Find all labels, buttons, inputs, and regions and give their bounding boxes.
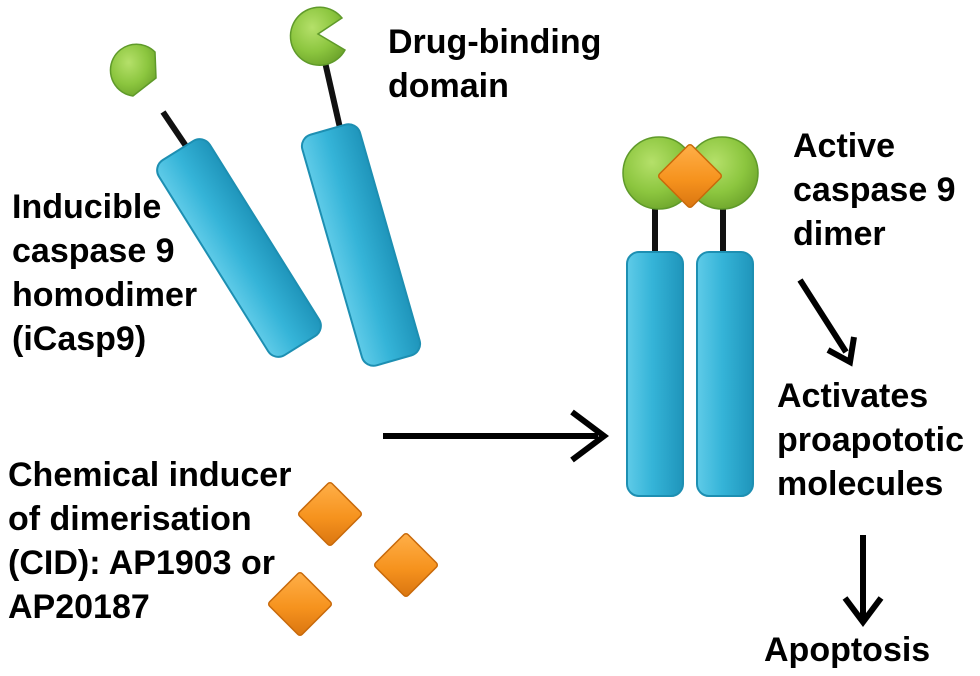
caspase-bar-right bbox=[300, 123, 422, 367]
cid-line-4: AP20187 bbox=[8, 588, 150, 626]
drug-binding-line-1: Drug-binding bbox=[388, 23, 602, 61]
cid-molecules bbox=[267, 481, 439, 637]
dimer-bar-left bbox=[626, 251, 684, 497]
dimer-cid-diamond bbox=[657, 143, 723, 209]
apoptosis-label: Apoptosis bbox=[764, 628, 930, 672]
activates-line-2: proapototic bbox=[777, 421, 964, 459]
active-dimer-line-1: Active bbox=[793, 127, 896, 165]
cid-diamond-3 bbox=[267, 571, 333, 637]
arrow-to-activates bbox=[797, 278, 857, 367]
activates-label: Activates proapototic molecules bbox=[777, 374, 964, 506]
caspase-bar-left bbox=[156, 138, 322, 358]
cid-diamond-2 bbox=[373, 532, 439, 598]
dimer-bar-right bbox=[696, 251, 754, 497]
drug-binding-domain-right bbox=[289, 6, 347, 66]
icasp9-monomer-right bbox=[289, 6, 422, 367]
icasp9-monomer-left bbox=[109, 43, 322, 358]
icasp9-label: Inducible caspase 9 homodimer (iCasp9) bbox=[12, 185, 197, 361]
drug-binding-domain-label: Drug-binding domain bbox=[388, 20, 601, 108]
drug-binding-line-2: domain bbox=[388, 67, 509, 105]
cid-line-1: Chemical inducer bbox=[8, 456, 292, 494]
dimerisation-arrow bbox=[383, 409, 609, 463]
drug-binding-domain-left bbox=[109, 43, 157, 97]
icasp9-line-3: homodimer bbox=[12, 276, 198, 314]
cid-diamond-1 bbox=[297, 481, 363, 547]
cid-line-2: of dimerisation bbox=[8, 500, 252, 538]
cid-line-3: (CID): AP1903 or bbox=[8, 544, 276, 582]
icasp9-line-1: Inducible bbox=[12, 188, 162, 226]
active-caspase9-dimer bbox=[622, 136, 759, 497]
active-dimer-line-3: dimer bbox=[793, 215, 886, 253]
icasp9-line-4: (iCasp9) bbox=[12, 320, 147, 358]
icasp9-line-2: caspase 9 bbox=[12, 232, 175, 270]
active-dimer-line-2: caspase 9 bbox=[793, 171, 956, 209]
activates-line-3: molecules bbox=[777, 465, 944, 503]
active-dimer-label: Active caspase 9 dimer bbox=[793, 124, 956, 256]
cid-label: Chemical inducer of dimerisation (CID): … bbox=[8, 453, 291, 629]
apoptosis-text: Apoptosis bbox=[764, 631, 931, 669]
arrow-to-apoptosis bbox=[842, 535, 884, 627]
activates-line-1: Activates bbox=[777, 377, 929, 415]
